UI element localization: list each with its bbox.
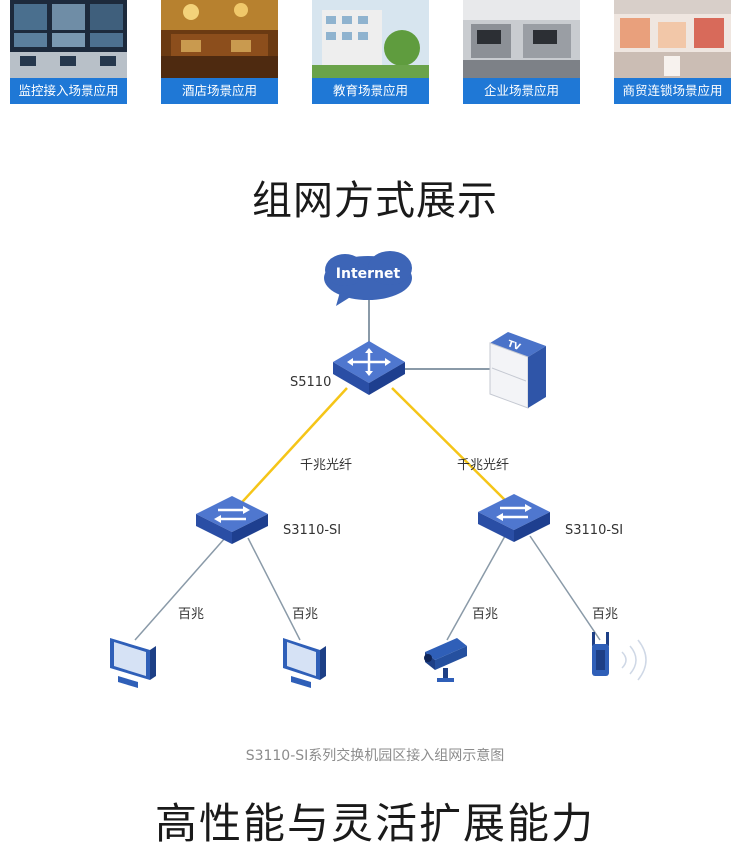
education-photo <box>312 0 429 78</box>
network-diagram: Internet TV <box>0 240 750 780</box>
enterprise-photo <box>463 0 580 78</box>
scene-label: 酒店场景应用 <box>161 78 278 104</box>
access-switch-left-label: S3110-SI <box>283 523 342 538</box>
camera-icon <box>424 638 467 682</box>
scene-card-enterprise[interactable]: 企业场景应用 <box>463 0 580 104</box>
scene-card-retail[interactable]: 商贸连锁场景应用 <box>614 0 731 104</box>
diagram-caption: S3110-SI系列交换机园区接入组网示意图 <box>245 748 505 764</box>
downlink-label-1: 百兆 <box>178 607 205 622</box>
scene-card-hotel[interactable]: 酒店场景应用 <box>161 0 278 104</box>
diagram-canvas: Internet TV <box>110 251 647 688</box>
scene-card-education[interactable]: 教育场景应用 <box>312 0 429 104</box>
wireless-ap-icon <box>592 632 647 681</box>
monitoring-photo <box>10 0 127 78</box>
scene-card-monitoring[interactable]: 监控接入场景应用 <box>10 0 127 104</box>
access-switch-left-icon <box>196 496 268 544</box>
downlink-label-3: 百兆 <box>472 607 499 622</box>
scene-label: 监控接入场景应用 <box>10 78 127 104</box>
footer-title: 高性能与灵活扩展能力 <box>154 799 595 848</box>
downlink-2 <box>247 537 301 641</box>
section-title: 组网方式展示 <box>252 178 498 224</box>
scene-gallery: 监控接入场景应用 酒店场景应用 教育场景应用 <box>0 0 750 106</box>
uplink-label-right: 千兆光纤 <box>457 458 510 473</box>
tv-server-icon: TV <box>489 332 546 409</box>
core-switch-label: S5110 <box>290 375 332 390</box>
uplink-label-left: 千兆光纤 <box>300 458 353 473</box>
hotel-photo <box>161 0 278 78</box>
core-switch-icon <box>333 341 405 395</box>
internet-label: Internet <box>336 266 401 282</box>
monitor-icon <box>283 638 326 688</box>
downlink-3 <box>446 535 506 641</box>
access-switch-right-label: S3110-SI <box>565 523 624 538</box>
cloud-icon: Internet <box>324 251 412 306</box>
tv-label: TV <box>506 339 522 353</box>
fiber-link-right <box>391 387 516 511</box>
downlink-label-2: 百兆 <box>292 607 319 622</box>
monitor-icon <box>110 638 156 688</box>
scene-label: 教育场景应用 <box>312 78 429 104</box>
downlink-4 <box>529 535 601 641</box>
fiber-link-left <box>232 387 348 513</box>
access-switch-right-icon <box>478 494 550 542</box>
downlink-label-4: 百兆 <box>592 607 619 622</box>
scene-label: 商贸连锁场景应用 <box>614 78 731 104</box>
scene-label: 企业场景应用 <box>463 78 580 104</box>
retail-photo <box>614 0 731 78</box>
downlink-1 <box>134 537 226 641</box>
